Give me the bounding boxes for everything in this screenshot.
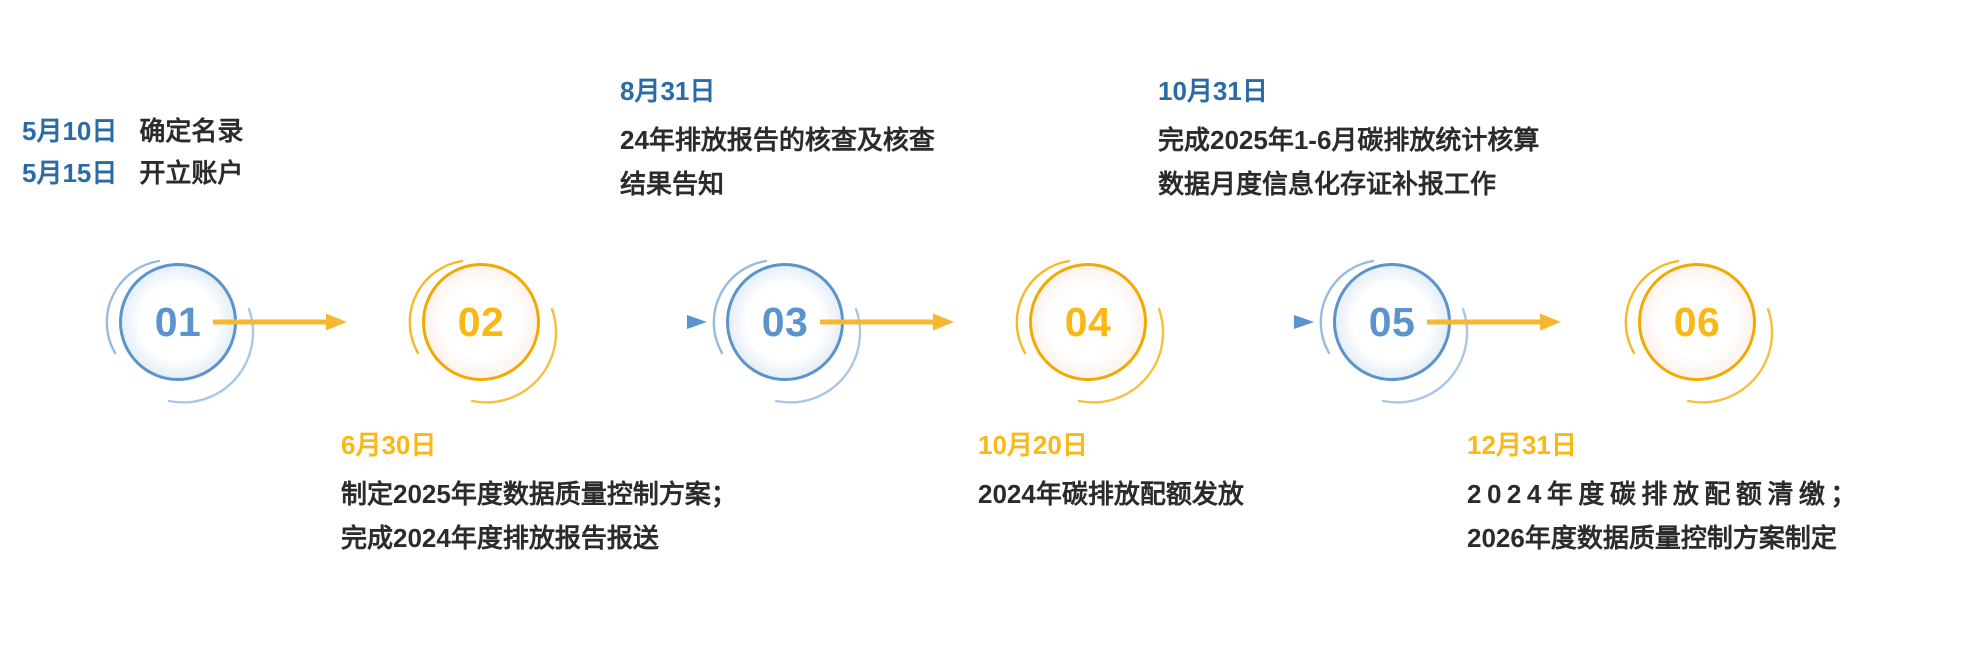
- step-01-number: 01: [154, 298, 202, 345]
- step-04-ring: [1029, 263, 1147, 381]
- step-04-number: 04: [1064, 298, 1112, 345]
- step-03-line-1: 24年排放报告的核查及核查: [620, 124, 935, 155]
- step-05-date: 10月31日: [1158, 76, 1268, 106]
- step-02-date: 6月30日: [341, 430, 437, 460]
- step-01-row-2: 5月15日 开立账户: [22, 152, 243, 194]
- step-01-task-2: 开立账户: [139, 158, 244, 189]
- step-06-line-1: 2024年度碳排放配额清缴；: [1467, 478, 1862, 509]
- step-05-text-block: 10月31日 完成2025年1-6月碳排放统计核算 数据月度信息化存证补报工作: [1158, 75, 1539, 207]
- step-04-text-block: 10月20日 2024年碳排放配额发放: [978, 429, 1244, 516]
- step-node-06[interactable]: 06: [1624, 259, 1774, 404]
- step-02-line-2: 完成2024年度排放报告报送: [341, 523, 659, 554]
- step-04-line-1: 2024年碳排放配额发放: [978, 478, 1244, 509]
- step-04-date: 10月20日: [978, 430, 1088, 460]
- connector-05-06: [1427, 310, 1562, 334]
- step-01-text-block: 5月10日 确定名录 5月15日 开立账户: [22, 110, 243, 194]
- step-05-line-2: 数据月度信息化存证补报工作: [1158, 169, 1497, 200]
- connector-03-04: [820, 310, 955, 334]
- step-06-ring: [1638, 263, 1756, 381]
- step-06-text-block: 12月31日 2024年度碳排放配额清缴； 2026年度数据质量控制方案制定: [1467, 429, 1862, 561]
- step-03-text-block: 8月31日 24年排放报告的核查及核查 结果告知: [620, 75, 935, 207]
- step-01-date-1: 5月10日: [22, 116, 118, 146]
- connector-02-03: [548, 310, 708, 334]
- step-05-line-1: 完成2025年1-6月碳排放统计核算: [1158, 124, 1540, 155]
- step-01-date-2: 5月15日: [22, 158, 118, 189]
- step-02-ring: [422, 263, 540, 381]
- connector-04-05: [1155, 310, 1315, 334]
- step-01-task-1: 确定名录: [139, 116, 244, 146]
- step-02-number: 02: [457, 298, 505, 345]
- step-02-text-block: 6月30日 制定2025年度数据质量控制方案； 完成2024年度排放报告报送: [341, 429, 737, 561]
- step-02-line-1: 制定2025年度数据质量控制方案；: [341, 478, 737, 509]
- step-01-row-1: 5月10日 确定名录: [22, 110, 243, 152]
- step-06-number: 06: [1673, 298, 1721, 345]
- step-03-line-2: 结果告知: [620, 169, 725, 200]
- step-node-04[interactable]: 04: [1015, 259, 1165, 404]
- step-03-date: 8月31日: [620, 76, 716, 106]
- step-06-date: 12月31日: [1467, 430, 1577, 460]
- step-03-number: 03: [761, 298, 809, 345]
- step-06-line-2: 2026年度数据质量控制方案制定: [1467, 523, 1837, 554]
- connector-01-02: [213, 310, 348, 334]
- step-05-number: 05: [1368, 298, 1416, 345]
- step-node-02[interactable]: 02: [408, 259, 558, 404]
